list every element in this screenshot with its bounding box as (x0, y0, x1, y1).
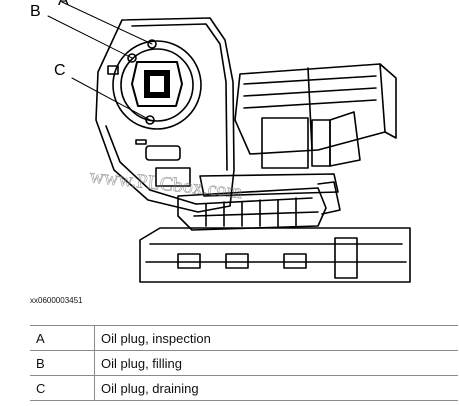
legend-key: B (30, 350, 95, 376)
leader-line-c (71, 77, 151, 121)
gear-drive (177, 187, 327, 231)
callout-b: B (30, 3, 41, 20)
legend-text: Oil plug, draining (94, 375, 458, 401)
plug-b (127, 53, 137, 63)
callout-c: C (54, 62, 66, 79)
motor-block (261, 117, 309, 169)
callout-a: A (58, 0, 69, 9)
gear-housing (95, 17, 235, 213)
figure-id: xx0600003451 (30, 296, 83, 305)
base-plinth (139, 227, 411, 283)
legend-table: A Oil plug, inspection B Oil plug, filli… (30, 325, 458, 401)
legend-text: Oil plug, filling (94, 350, 458, 376)
table-row: A Oil plug, inspection (30, 325, 458, 351)
leader-line-b (47, 15, 133, 59)
legend-text: Oil plug, inspection (94, 325, 458, 351)
plug-a (147, 39, 157, 49)
leader-line-a (61, 1, 153, 45)
robot-axis-illustration: www.PLCbox.com (47, 1, 411, 283)
watermark: www.PLCbox.com (89, 165, 244, 203)
legend-key: A (30, 325, 95, 351)
plug-c (145, 115, 155, 125)
table-row: B Oil plug, filling (30, 350, 458, 376)
table-row: C Oil plug, draining (30, 375, 458, 401)
legend-key: C (30, 375, 95, 401)
